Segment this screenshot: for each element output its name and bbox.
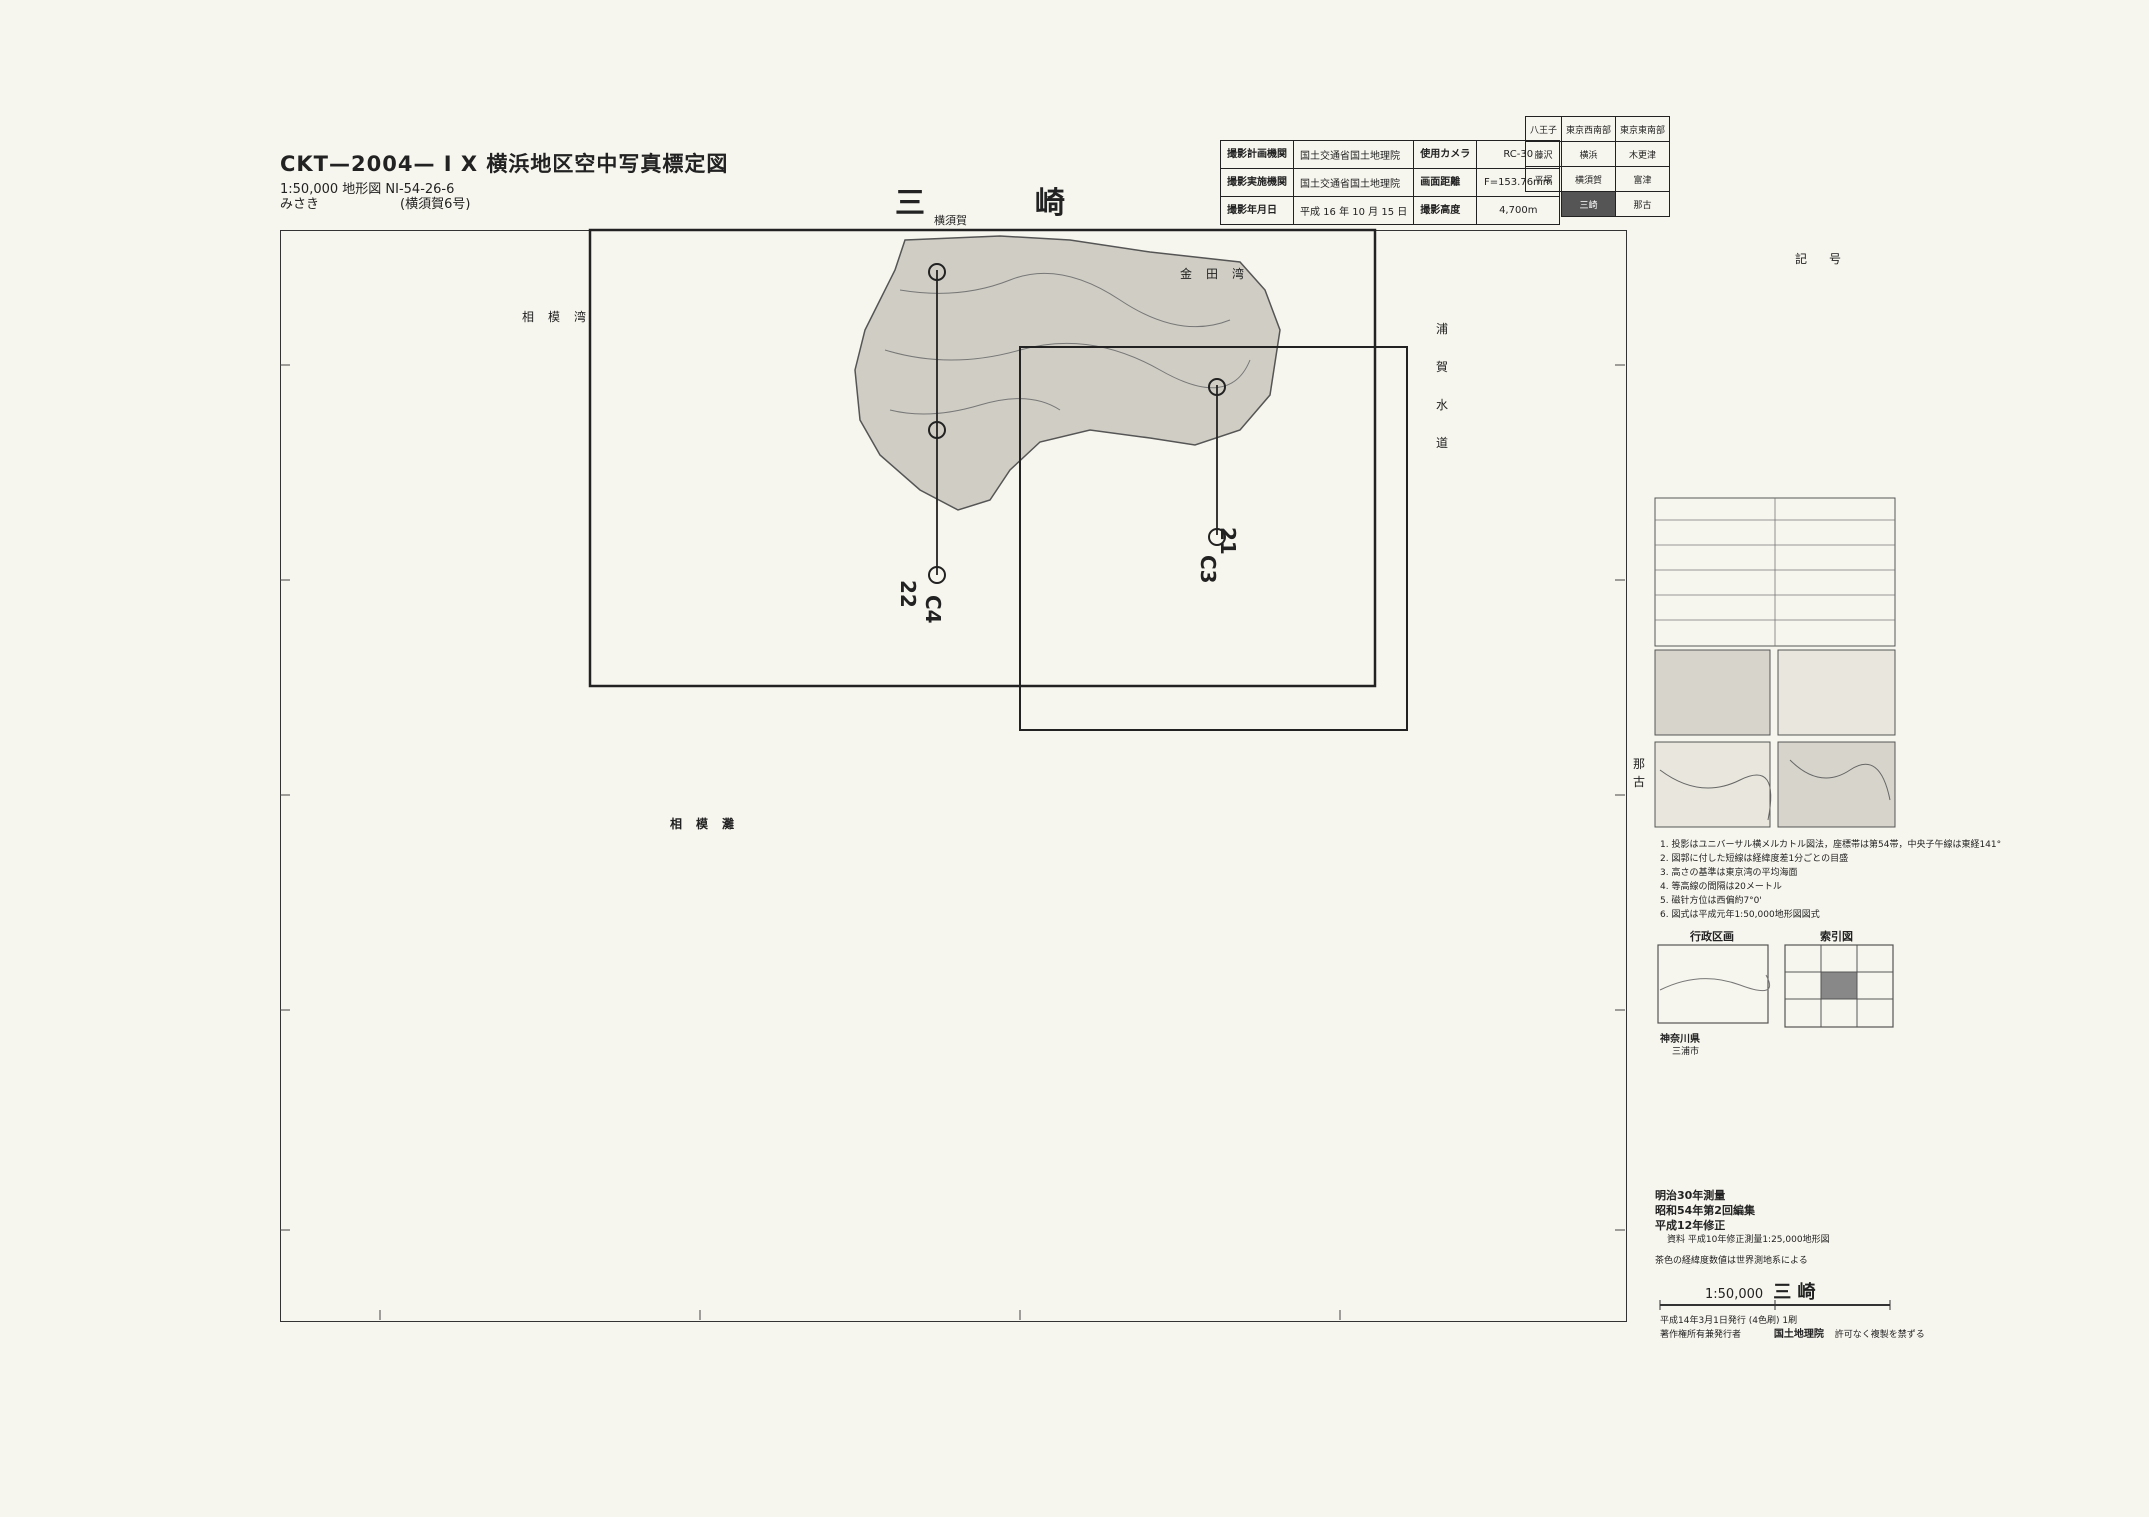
- idx-cell: 横須賀: [1561, 166, 1617, 192]
- note-item: 6. 図式は平成元年1:50,000地形図図式: [1660, 910, 1820, 920]
- footer-rights: 著作権所有兼発行者: [1660, 1330, 1742, 1340]
- meta-row-date: 撮影年月日 平成 16 年 10 月 15 日 撮影高度 4,700m: [1220, 196, 1561, 225]
- sheet-reading: みさき: [280, 197, 320, 212]
- sheet-name: 三 崎: [895, 186, 1105, 221]
- photo-center: [928, 566, 946, 584]
- photo-course: C3: [1196, 555, 1220, 584]
- adjacent-sheet-index: 八王子東京西南部東京東南部 藤沢横浜木更津 平塚横須賀富津 三崎那古: [1524, 116, 1671, 217]
- edition-compiled: 昭和54年第2回編集: [1655, 1204, 1755, 1217]
- admin-title: 行政区画: [1690, 930, 1734, 943]
- scale-value: 1:50,000: [1705, 1287, 1764, 1302]
- sheet-info: 1:50,000 地形図 NI-54-26-6 みさき (横須賀6号): [280, 182, 470, 212]
- meta-key: 画面距離: [1413, 168, 1478, 197]
- idx-cell: 東京東南部: [1615, 116, 1671, 142]
- photo-label-21: 21: [1216, 527, 1240, 555]
- note-item: 4. 等高線の間隔は20メートル: [1660, 882, 1782, 892]
- edition-info: 明治30年測量 昭和54年第2回編集 平成12年修正 資料 平成10年修正測量1…: [1655, 1188, 1830, 1269]
- idx-cell: 東京西南部: [1561, 116, 1617, 142]
- sample-map-contour: [1777, 741, 1896, 828]
- photo-center: [1208, 378, 1226, 396]
- sample-map-coast: [1654, 741, 1771, 828]
- meta-value: 国土交通省国土地理院: [1292, 168, 1415, 197]
- footer-rights-line: 著作権所有兼発行者 国土地理院 許可なく複製を禁ずる: [1660, 1328, 1925, 1342]
- label-yokosuka: 横須賀: [934, 214, 967, 227]
- note-item: 1. 投影はユニバーサル横メルカトル図法，座標帯は第54帯，中央子午線は東経14…: [1660, 840, 2002, 850]
- meta-value: 国土交通省国土地理院: [1292, 140, 1415, 169]
- sample-map-roads: [1777, 649, 1896, 736]
- edition-revised: 平成12年修正: [1655, 1219, 1726, 1232]
- label-sagami-bay: 相模湾: [522, 310, 601, 324]
- idx-cell-current: 三崎: [1561, 191, 1617, 217]
- photo-number: 21: [1216, 527, 1240, 555]
- index-map: [1784, 944, 1894, 1028]
- sample-map-town: [1654, 649, 1771, 736]
- photo-coverage-c4: [588, 228, 1377, 688]
- legend-title: 記号: [1795, 252, 1864, 266]
- edition-coords-note: 茶色の経緯度数値は世界測地系による: [1655, 1256, 1808, 1266]
- footer-prohibit: 許可なく複製を禁ずる: [1834, 1330, 1925, 1340]
- prefecture-label: 神奈川県: [1660, 1034, 1700, 1045]
- footer: 平成14年3月1日発行 (4色刷) 1刷 著作権所有兼発行者 国土地理院 許可な…: [1660, 1315, 1925, 1342]
- meta-key: 撮影高度: [1413, 196, 1478, 225]
- admin-map: [1657, 944, 1769, 1024]
- meta-value: 平成 16 年 10 月 15 日: [1292, 196, 1415, 225]
- photo-center: [928, 421, 946, 439]
- footer-issue: 平成14年3月1日発行 (4色刷) 1刷: [1660, 1316, 1798, 1326]
- sheet-sub: (横須賀6号): [400, 197, 471, 212]
- note-item: 3. 高さの基準は東京湾の平均海面: [1660, 868, 1798, 878]
- idx-cell: 那古: [1615, 191, 1671, 217]
- photo-course: C4: [921, 595, 945, 624]
- note-item: 2. 図郭に付した短線は経緯度差1分ごとの目盛: [1660, 854, 1849, 864]
- scale-line: 1:50,000 地形図 NI-54-26-6: [280, 182, 455, 197]
- photo-coverage-c3: [1019, 346, 1408, 731]
- scale-title: 1:50,000 三 崎: [1705, 1278, 1816, 1304]
- edition-surveyed: 明治30年測量: [1655, 1189, 1726, 1202]
- legend-notes: 1. 投影はユニバーサル横メルカトル図法，座標帯は第54帯，中央子午線は東経14…: [1660, 838, 2001, 922]
- idx-cell: 木更津: [1615, 141, 1671, 167]
- photo-label-c3: C3: [1196, 555, 1220, 584]
- photo-center: [928, 263, 946, 281]
- admin-labels: 神奈川県 三浦市: [1660, 1033, 1700, 1059]
- idx-cell: [1525, 191, 1563, 217]
- photo-number: 22: [896, 580, 920, 608]
- label-kanazawa-bay: 金田湾: [1180, 267, 1259, 281]
- footer-publisher: 国土地理院: [1773, 1329, 1824, 1340]
- note-item: 5. 磁针方位は西偏約7°0': [1660, 896, 1762, 906]
- map-title: CKT—2004— I X 横浜地区空中写真標定図: [280, 152, 729, 176]
- city-label: 三浦市: [1672, 1047, 1700, 1057]
- photo-label-c4: C4: [921, 595, 945, 624]
- scale-sheet-name: 三 崎: [1773, 1282, 1816, 1303]
- index-title: 索引図: [1820, 930, 1853, 943]
- photo-label-22: 22: [896, 580, 920, 608]
- land-mass: [854, 235, 1281, 511]
- idx-cell: 藤沢: [1524, 141, 1563, 167]
- label-sagami-nada: 相模灘: [670, 817, 749, 831]
- photo-center: [1208, 528, 1226, 546]
- label-nago: 那古: [1633, 757, 1646, 789]
- edition-source: 資料 平成10年修正測量1:25,000地形図: [1667, 1235, 1830, 1245]
- label-uraga-channel: 浦賀水道: [1436, 322, 1449, 450]
